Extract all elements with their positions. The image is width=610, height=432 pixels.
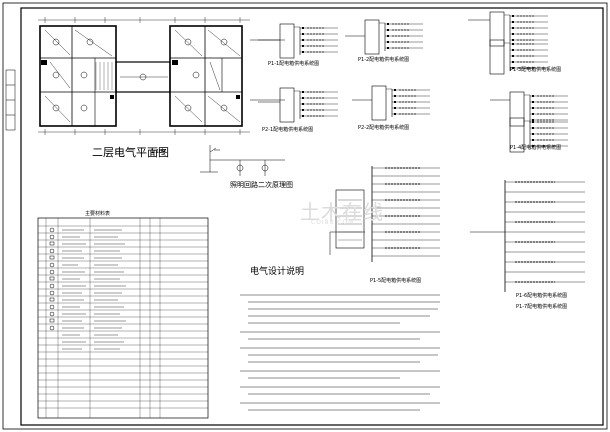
system-diagram-p1-4 [490,91,569,153]
design-notes-text [240,294,440,411]
system-diagram-p1-3 [468,11,549,75]
floor-plan-title: 二层电气平面图 [92,146,169,159]
system-diagram-p1-6 [470,180,585,292]
materials-table [37,217,209,419]
lighting-circuit-schematic [200,145,285,176]
materials-table-title: 主要材料表 [85,211,111,217]
design-notes-title: 电气设计说明 [250,267,305,277]
floor-plan-scale: 1:100 [151,149,166,155]
inner-frame [20,7,604,426]
caption-p1-7: P1-7配电箱供电系统图 [516,304,568,310]
caption-p1-5: P1-5配电箱供电系统图 [370,278,422,284]
watermark-sub-text: COI88.COM [311,219,355,226]
caption-p1-1: P1-1配电箱供电系统图 [268,61,320,67]
caption-p2-2: P2-2配电箱供电系统图 [358,125,410,131]
left-binding-strip [5,69,16,131]
system-diagram-p2-2 [352,85,431,121]
caption-p1-2: P1-2配电箱供电系统图 [358,57,410,63]
caption-p1-4: P1-4配电箱供电系统图 [510,145,562,151]
caption-p1-3: P1-3配电箱供电系统图 [510,67,562,73]
caption-p1-6: P1-6配电箱供电系统图 [516,293,568,299]
system-diagram-p1-5 [329,166,440,262]
lighting-circuit-title: 照明回路二次原理图 [230,181,293,189]
caption-p2-1: P2-1配电箱供电系统图 [262,127,314,133]
system-diagram-p1-2 [345,19,424,55]
floor-plan [38,17,285,135]
system-diagram-p2-1 [258,87,339,123]
system-diagram-p1-1 [258,23,339,59]
watermark-logo-text: 土木在线 [300,200,384,224]
